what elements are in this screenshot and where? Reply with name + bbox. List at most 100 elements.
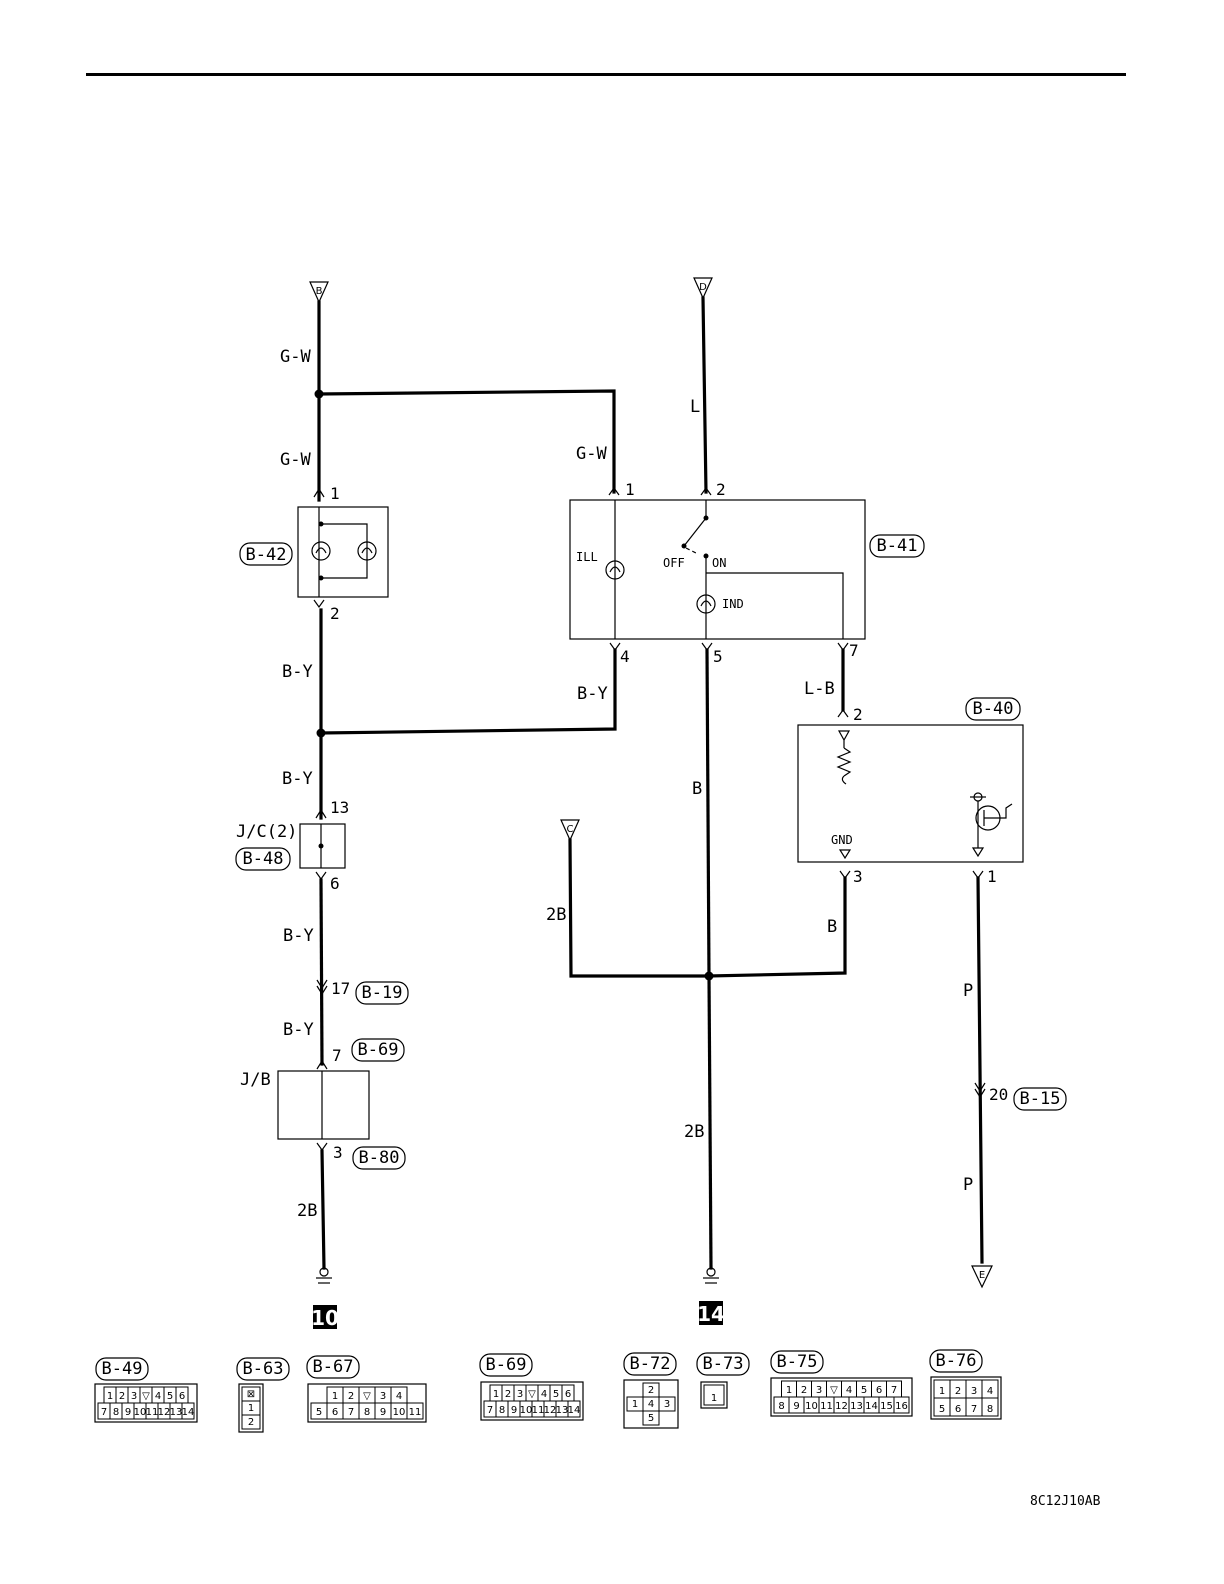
wire-label-b-b40: B	[827, 917, 837, 937]
svg-text:10: 10	[311, 1306, 339, 1330]
connector-pin-number: 13	[850, 1401, 863, 1412]
connector-pin-number: 6	[332, 1407, 338, 1418]
wire-2b-jb	[320, 1149, 326, 1270]
jc-label: J/C(2)	[236, 822, 297, 842]
connector-pin-number: 3	[816, 1385, 822, 1396]
connector-pin-number: 2	[648, 1385, 654, 1396]
wire-b-mid	[705, 648, 711, 978]
connector-pin-number: 5	[167, 1391, 173, 1402]
off-page-connector-d: D	[693, 277, 713, 300]
connector-pin-number: 2	[248, 1417, 254, 1428]
connector-pin-number: 7	[891, 1385, 897, 1396]
connector-pin-number: ▽	[528, 1389, 536, 1400]
connector-pin-number: 9	[511, 1405, 517, 1416]
component-id-b80: B-80	[359, 1148, 400, 1168]
connector-pin-number: 1	[493, 1389, 499, 1400]
connector-pin-number: 5	[553, 1389, 559, 1400]
connector-pin-number: 14	[568, 1405, 581, 1416]
switch-label-ill: ILL	[576, 550, 598, 564]
svg-text:3: 3	[853, 867, 863, 886]
connector-pin-number: 6	[565, 1389, 571, 1400]
connector-view-id: B-72	[630, 1354, 671, 1374]
connector-view-id: B-75	[777, 1352, 818, 1372]
connector-pin-number: 5	[861, 1385, 867, 1396]
wire-b-b40	[707, 876, 847, 978]
component-id-b42: B-42	[246, 545, 287, 565]
svg-text:1: 1	[330, 484, 340, 503]
connector-pin-number: 11	[532, 1405, 545, 1416]
ground-10: 10	[311, 1267, 339, 1330]
connector-pin-number: 8	[364, 1407, 370, 1418]
gnd-label: GND	[831, 833, 853, 847]
component-id-b15: B-15	[1020, 1089, 1061, 1109]
connector-pin-number: 1	[786, 1385, 792, 1396]
svg-text:2: 2	[716, 480, 726, 499]
resistor-icon	[836, 747, 852, 777]
connector-pin-number: 11	[409, 1407, 422, 1418]
svg-text:13: 13	[330, 798, 349, 817]
connector-b15-mark	[974, 1082, 986, 1099]
svg-text:3: 3	[333, 1143, 343, 1162]
svg-text:2: 2	[853, 705, 863, 724]
wire-p	[976, 876, 984, 1264]
svg-text:6: 6	[330, 874, 340, 893]
wire-label-l-top: L	[690, 397, 700, 417]
svg-text:7: 7	[332, 1046, 342, 1065]
wire-label-gw-top: G-W	[280, 347, 311, 367]
connector-pin-number: 9	[380, 1407, 386, 1418]
wire-label-by-jc: B-Y	[283, 926, 314, 946]
wire-by-b41	[319, 648, 617, 735]
component-jb: 7 B-69 J/B 3 B-80	[240, 1038, 406, 1170]
switch-label-ind: IND	[722, 597, 744, 611]
connector-pin-number: 12	[158, 1407, 171, 1418]
connector-pin-number: 4	[846, 1385, 852, 1396]
svg-text:4: 4	[620, 647, 630, 666]
connector-pin-number: 13	[170, 1407, 183, 1418]
component-id-b69-jb: B-69	[358, 1040, 399, 1060]
wire-label-p-lower: P	[963, 1175, 973, 1195]
wire-label-by-b41: B-Y	[577, 684, 608, 704]
connector-pin-number: 7	[971, 1404, 977, 1415]
connector-pin-number: 1	[632, 1399, 638, 1410]
off-page-connector-c: C	[560, 819, 580, 842]
bulb-icon	[357, 541, 377, 561]
svg-text:C: C	[567, 824, 574, 835]
connector-pin-number: 15	[880, 1401, 893, 1412]
component-jc2: 13 6 J/C(2) B-48	[235, 798, 349, 893]
off-page-connector-b: B	[309, 281, 329, 304]
connector-pin-number: 14	[865, 1401, 878, 1412]
connector-pin-number: 8	[499, 1405, 505, 1416]
connector-pin-number: 1	[107, 1391, 113, 1402]
wire-2b-c	[568, 838, 711, 978]
connector-pin-number: 6	[179, 1391, 185, 1402]
connector-pin-number: 2	[505, 1389, 511, 1400]
wire-label-gw-lower: G-W	[280, 450, 311, 470]
connector-pin-number: 16	[895, 1401, 908, 1412]
svg-text:17: 17	[331, 979, 350, 998]
component-id-b40: B-40	[973, 699, 1014, 719]
component-b40: 2 B-40 GND 3 1	[797, 697, 1024, 886]
connector-pin-number: 10	[805, 1401, 818, 1412]
wire-label-2b-jb: 2B	[297, 1201, 317, 1221]
connector-pin-number: 3	[517, 1389, 523, 1400]
wire-2b-ground14	[707, 974, 713, 1270]
connector-pin-number: 3	[380, 1391, 386, 1402]
connector-pin-number: 10	[520, 1405, 533, 1416]
svg-text:1: 1	[625, 480, 635, 499]
connector-pin-number: 9	[793, 1401, 799, 1412]
wire-label-by-junction: B-Y	[282, 769, 313, 789]
connector-pin-number: 6	[955, 1404, 961, 1415]
connector-pin-number: ⊠	[247, 1389, 255, 1400]
connector-pin-number: 9	[125, 1407, 131, 1418]
connector-pin-number: 8	[113, 1407, 119, 1418]
connector-pin-number: 4	[541, 1389, 547, 1400]
component-id-b19: B-19	[362, 983, 403, 1003]
svg-text:14: 14	[697, 1302, 725, 1326]
wire-label-2b-ground14: 2B	[684, 1122, 704, 1142]
